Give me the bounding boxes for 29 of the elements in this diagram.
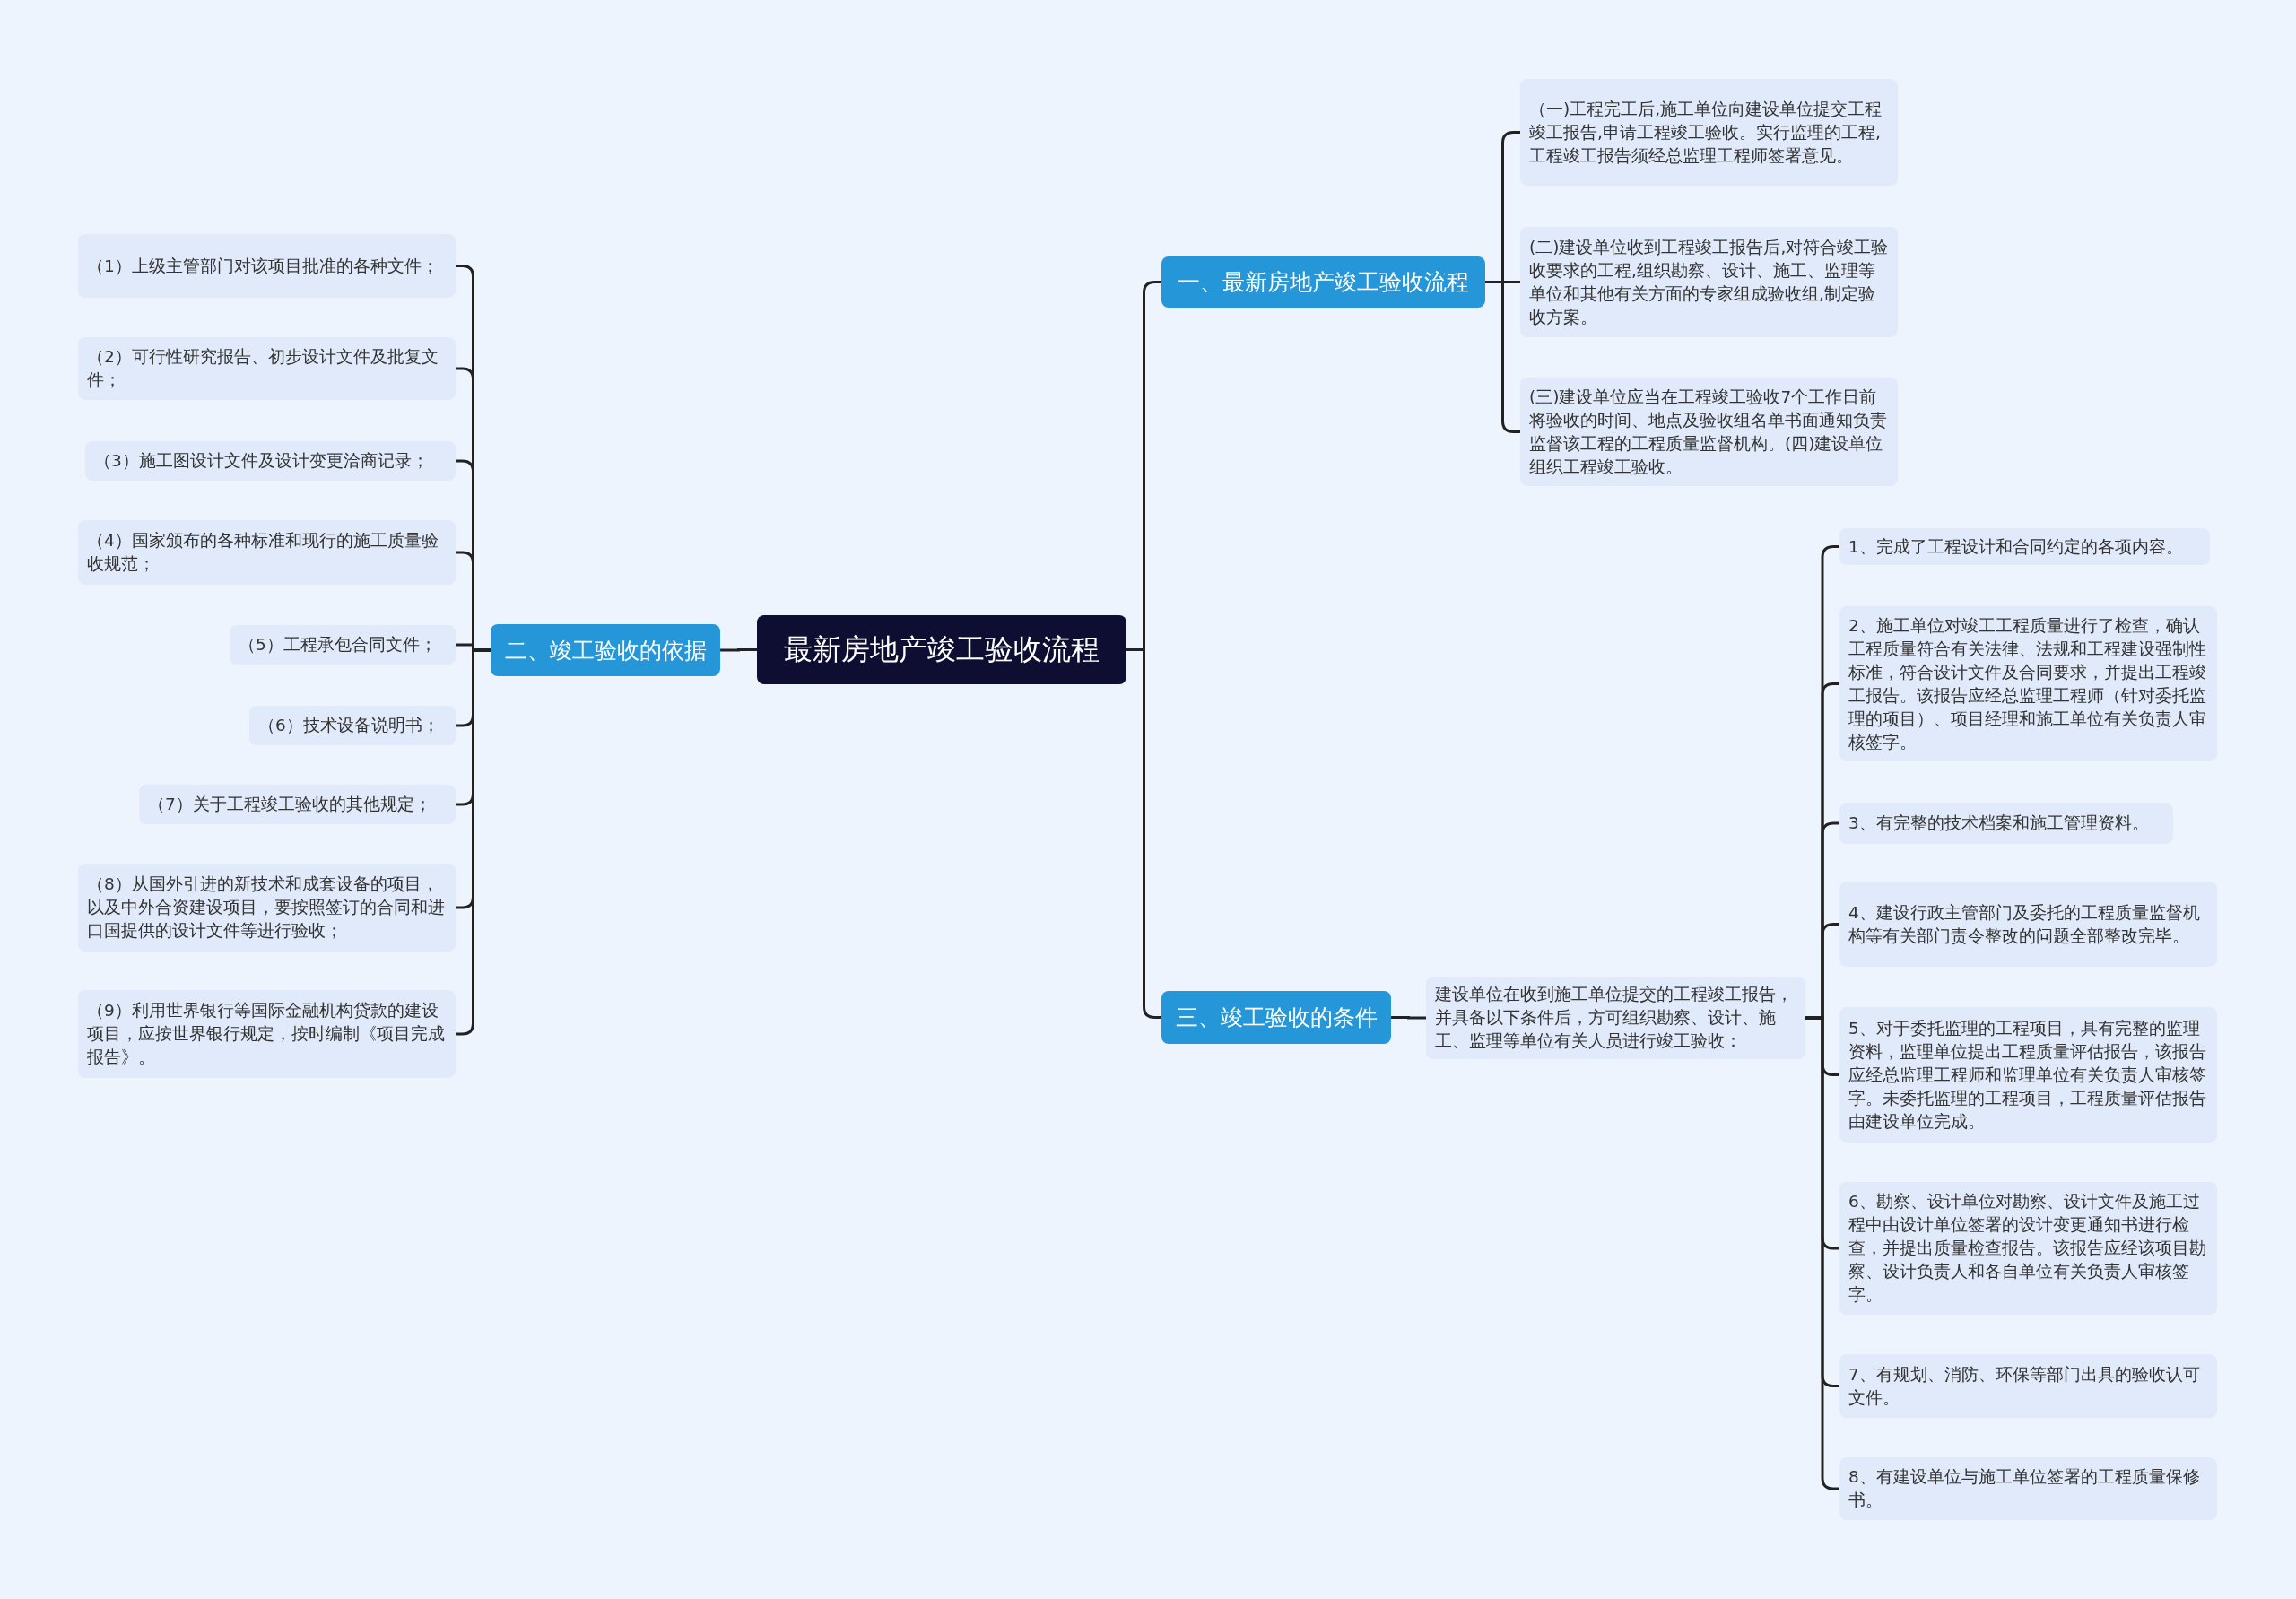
text-box: 6、勘察、设计单位对勘察、设计文件及施工过程中由设计单位签署的设计变更通知书进行检查，并提出质量检查报告。该报告应经该项目勘察、设计负责人和各自单位有关负责人审核签字。 bbox=[1839, 1182, 2217, 1315]
text-box: (三)建设单位应当在工程竣工验收7个工作日前将验收的时间、地点及验收组名单书面通知负责监督该工程的工程质量监督机构。(四)建设单位组织工程竣工验收。 bbox=[1520, 378, 1898, 486]
branch-topic-box: 三、竣工验收的条件 bbox=[1161, 991, 1391, 1044]
text-box: 2、施工单位对竣工工程质量进行了检查，确认工程质量符合有关法律、法规和工程建设强制性标准，符合设计文件及合同要求，并提出工程竣工报告。该报告应经总监理工程师（针对委托监理的项目）、项目经理和施工单位有关负责人审核签字。 bbox=[1839, 606, 2217, 761]
text-box: 5、对于委托监理的工程项目，具有完整的监理资料，监理单位提出工程质量评估报告，该报告应经总监理工程师和监理单位有关负责人审核签字。未委托监理的工程项目，工程质量评估报告由建设单位完成。 bbox=[1839, 1007, 2217, 1143]
text-box: 1、完成了工程设计和合同约定的各项内容。 bbox=[1839, 528, 2210, 565]
text-box: （9）利用世界银行等国际金融机构贷款的建设项目，应按世界银行规定，按时编制《项目完成报告》。 bbox=[78, 990, 456, 1078]
text-box: (二)建设单位收到工程竣工报告后,对符合竣工验收要求的工程,组织勘察、设计、施工、监理等单位和其他有关方面的专家组成验收组,制定验收方案。 bbox=[1520, 227, 1898, 337]
central-topic-box: 最新房地产竣工验收流程 bbox=[757, 615, 1126, 684]
text-box: （5）工程承包合同文件； bbox=[230, 625, 456, 665]
text-box: （8）从国外引进的新技术和成套设备的项目，以及中外合资建设项目，要按照签订的合同和进口国提供的设计文件等进行验收； bbox=[78, 864, 456, 952]
connector-line bbox=[1126, 648, 1161, 1019]
text-box: （7）关于工程竣工验收的其他规定； bbox=[139, 785, 456, 824]
text-box: 3、有完整的技术档案和施工管理资料。 bbox=[1839, 803, 2173, 844]
text-box: （6）技术设备说明书； bbox=[249, 706, 456, 745]
text-box: （4）国家颁布的各种标准和现行的施工质量验收规范； bbox=[78, 520, 456, 585]
text-box: 7、有规划、消防、环保等部门出具的验收认可文件。 bbox=[1839, 1354, 2217, 1418]
connector-line bbox=[720, 648, 757, 652]
connector-line bbox=[1391, 1016, 1426, 1020]
text-box: 8、有建设单位与施工单位签署的工程质量保修书。 bbox=[1839, 1457, 2217, 1520]
text-box: （1）上级主管部门对该项目批准的各种文件； bbox=[78, 234, 456, 298]
branch-topic-box: 二、竣工验收的依据 bbox=[491, 624, 720, 676]
connector-line bbox=[456, 648, 491, 1036]
text-box: （3）施工图设计文件及设计变更洽商记录； bbox=[85, 441, 456, 481]
text-box: 4、建设行政主管部门及委托的工程质量监督机构等有关部门责令整改的问题全部整改完毕。 bbox=[1839, 882, 2217, 967]
text-box: （一)工程完工后,施工单位向建设单位提交工程竣工报告,申请工程竣工验收。实行监理的工程,工程竣工报告须经总监理工程师签署意见。 bbox=[1520, 79, 1898, 186]
text-box: （2）可行性研究报告、初步设计文件及批复文件； bbox=[78, 337, 456, 400]
text-box: 建设单位在收到施工单位提交的工程竣工报告，并具备以下条件后，方可组织勘察、设计、施工、监理等单位有关人员进行竣工验收： bbox=[1426, 977, 1805, 1059]
branch-topic-box: 一、最新房地产竣工验收流程 bbox=[1161, 256, 1485, 308]
